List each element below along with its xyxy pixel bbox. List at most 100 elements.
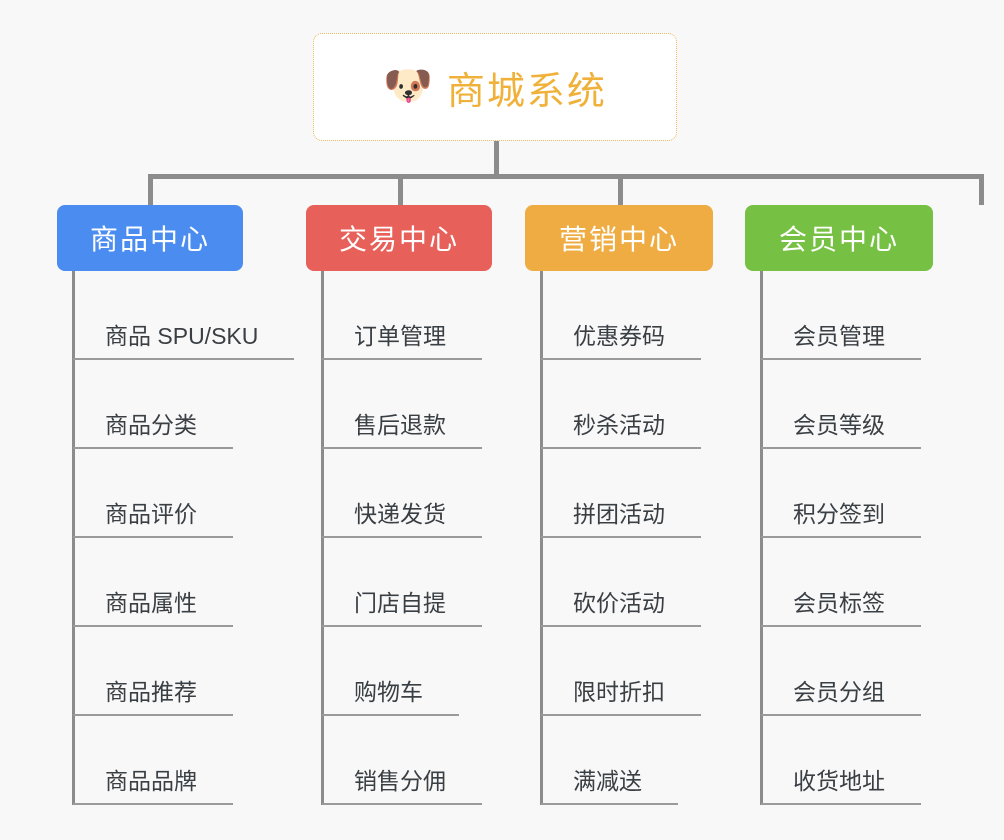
leaf-label: 商品评价 <box>105 501 197 527</box>
leaf-underline <box>761 358 921 360</box>
leaf-label: 限时折扣 <box>573 679 665 705</box>
leaf-label: 拼团活动 <box>573 501 665 527</box>
leaf-label: 门店自提 <box>354 590 446 616</box>
list-item[interactable]: 商品分类 <box>57 360 347 449</box>
branch-header-marketing-center[interactable]: 营销中心 <box>525 205 713 271</box>
leaf-underline <box>73 536 233 538</box>
connector-drop-2 <box>398 174 403 205</box>
leaf-underline <box>73 447 233 449</box>
leaf-label: 满减送 <box>573 768 642 794</box>
leaf-spine <box>760 271 763 805</box>
list-item[interactable]: 砍价活动 <box>525 538 815 627</box>
leaf-underline <box>541 803 678 805</box>
leaf-spine <box>540 271 543 805</box>
list-item[interactable]: 商品 SPU/SKU <box>57 271 347 360</box>
connector-drop-4 <box>979 174 984 205</box>
list-item[interactable]: 会员等级 <box>745 360 1004 449</box>
leaf-list-trade-center: 订单管理 售后退款 快递发货 门店自提 购物车 销售分佣 <box>306 271 596 805</box>
branch-marketing-center: 营销中心 优惠券码 秒杀活动 拼团活动 砍价活动 限时折扣 <box>525 205 815 805</box>
leaf-underline <box>761 625 921 627</box>
list-item[interactable]: 销售分佣 <box>306 716 596 805</box>
branch-title: 商品中心 <box>89 224 210 255</box>
list-item[interactable]: 限时折扣 <box>525 627 815 716</box>
leaf-label: 收货地址 <box>793 768 885 794</box>
leaf-label: 会员等级 <box>793 412 885 438</box>
connector-bus <box>148 174 984 179</box>
list-item[interactable]: 会员分组 <box>745 627 1004 716</box>
list-item[interactable]: 快递发货 <box>306 449 596 538</box>
leaf-label: 会员分组 <box>793 679 885 705</box>
leaf-underline <box>541 358 701 360</box>
leaf-underline <box>73 803 233 805</box>
list-item[interactable]: 商品推荐 <box>57 627 347 716</box>
list-item[interactable]: 商品品牌 <box>57 716 347 805</box>
leaf-underline <box>761 447 921 449</box>
branch-product-center: 商品中心 商品 SPU/SKU 商品分类 商品评价 商品属性 商品推荐 <box>57 205 347 805</box>
leaf-underline <box>322 625 482 627</box>
leaf-label: 商品 SPU/SKU <box>105 323 259 349</box>
list-item[interactable]: 商品属性 <box>57 538 347 627</box>
leaf-list-product-center: 商品 SPU/SKU 商品分类 商品评价 商品属性 商品推荐 商品品牌 <box>57 271 347 805</box>
leaf-label: 会员管理 <box>793 323 885 349</box>
leaf-underline <box>322 714 459 716</box>
leaf-spine <box>321 271 324 805</box>
leaf-underline <box>541 536 701 538</box>
leaf-label: 商品分类 <box>105 412 197 438</box>
list-item[interactable]: 优惠券码 <box>525 271 815 360</box>
branch-title: 会员中心 <box>778 224 899 255</box>
root-title: 商城系统 <box>446 70 607 113</box>
leaf-label: 商品品牌 <box>105 768 197 794</box>
shiba-dog-emoji-icon: 🐶 <box>383 64 433 108</box>
root-node[interactable]: 🐶 商城系统 <box>313 33 677 141</box>
leaf-list-marketing-center: 优惠券码 秒杀活动 拼团活动 砍价活动 限时折扣 满减送 <box>525 271 815 805</box>
list-item[interactable]: 会员标签 <box>745 538 1004 627</box>
leaf-label: 订单管理 <box>354 323 446 349</box>
leaf-underline <box>541 447 701 449</box>
leaf-underline <box>322 803 482 805</box>
list-item[interactable]: 收货地址 <box>745 716 1004 805</box>
branch-title: 营销中心 <box>558 224 679 255</box>
leaf-underline <box>541 625 701 627</box>
leaf-label: 销售分佣 <box>354 768 446 794</box>
leaf-spine <box>72 271 75 805</box>
branch-title: 交易中心 <box>338 224 459 255</box>
list-item[interactable]: 秒杀活动 <box>525 360 815 449</box>
list-item[interactable]: 拼团活动 <box>525 449 815 538</box>
branch-member-center: 会员中心 会员管理 会员等级 积分签到 会员标签 会员分组 <box>745 205 1004 805</box>
leaf-underline <box>541 714 701 716</box>
leaf-label: 积分签到 <box>793 501 885 527</box>
list-item[interactable]: 售后退款 <box>306 360 596 449</box>
leaf-label: 商品推荐 <box>105 679 197 705</box>
leaf-label: 商品属性 <box>105 590 197 616</box>
list-item[interactable]: 商品评价 <box>57 449 347 538</box>
branch-trade-center: 交易中心 订单管理 售后退款 快递发货 门店自提 购物车 <box>306 205 596 805</box>
list-item[interactable]: 订单管理 <box>306 271 596 360</box>
leaf-label: 砍价活动 <box>573 590 665 616</box>
leaf-label: 快递发货 <box>354 501 446 527</box>
list-item[interactable]: 购物车 <box>306 627 596 716</box>
list-item[interactable]: 满减送 <box>525 716 815 805</box>
list-item[interactable]: 积分签到 <box>745 449 1004 538</box>
leaf-label: 购物车 <box>354 679 423 705</box>
leaf-underline <box>761 803 921 805</box>
leaf-underline <box>73 625 233 627</box>
leaf-underline <box>322 447 482 449</box>
leaf-underline <box>761 536 921 538</box>
branch-header-member-center[interactable]: 会员中心 <box>745 205 933 271</box>
branch-header-trade-center[interactable]: 交易中心 <box>306 205 492 271</box>
connector-drop-3 <box>618 174 623 205</box>
list-item[interactable]: 会员管理 <box>745 271 1004 360</box>
leaf-label: 优惠券码 <box>573 323 665 349</box>
leaf-label: 会员标签 <box>793 590 885 616</box>
leaf-label: 售后退款 <box>354 412 446 438</box>
branch-header-product-center[interactable]: 商品中心 <box>57 205 243 271</box>
connector-stem <box>494 141 499 178</box>
leaf-underline <box>761 714 921 716</box>
leaf-list-member-center: 会员管理 会员等级 积分签到 会员标签 会员分组 收货地址 <box>745 271 1004 805</box>
leaf-underline <box>73 714 233 716</box>
leaf-underline <box>322 536 482 538</box>
list-item[interactable]: 门店自提 <box>306 538 596 627</box>
connector-drop-1 <box>148 174 153 205</box>
leaf-underline <box>322 358 482 360</box>
